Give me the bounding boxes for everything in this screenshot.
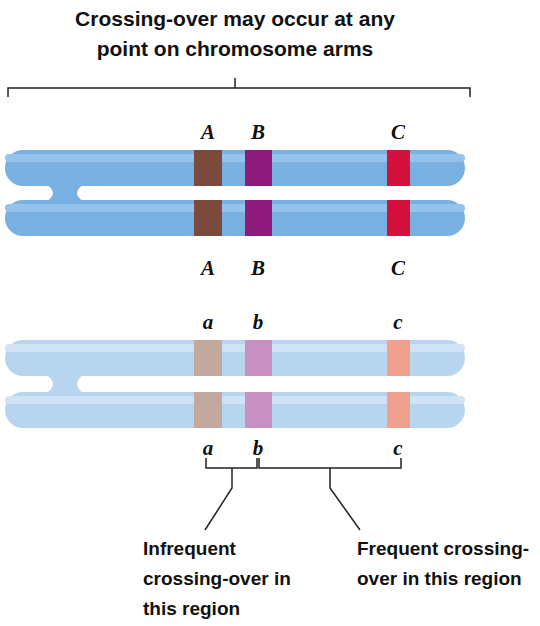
- gene-allele-label: a: [193, 310, 223, 334]
- gene-allele-label: c: [383, 436, 413, 460]
- gene-band: [245, 200, 272, 236]
- bracket-line: [8, 88, 470, 97]
- gene-allele-label: C: [383, 120, 413, 144]
- dominant-chromosome: [5, 150, 465, 236]
- chromatid: [5, 150, 465, 186]
- region-brackets: [205, 458, 401, 530]
- gene-allele-label: A: [193, 256, 223, 280]
- gene-allele-label: a: [193, 436, 223, 460]
- region-note: Infrequent crossing-over in this region: [143, 534, 308, 624]
- gene-band: [387, 340, 410, 376]
- gene-allele-label: b: [243, 436, 273, 460]
- gene-allele-label: B: [243, 256, 273, 280]
- gene-band: [245, 150, 272, 186]
- centromere: [42, 372, 88, 396]
- bracket-tick: [234, 78, 236, 88]
- gene-band: [194, 150, 222, 186]
- title-bracket: [8, 78, 470, 97]
- centromere: [42, 182, 88, 204]
- leader-line: [330, 468, 360, 530]
- gene-band: [194, 200, 222, 236]
- gene-allele-label: A: [193, 120, 223, 144]
- region-note: Frequent crossing-over in this region: [357, 534, 532, 594]
- gene-band: [245, 340, 272, 376]
- chromatid: [5, 392, 465, 428]
- recessive-chromosome: [5, 340, 465, 428]
- diagram-title: Crossing-over may occur at any point on …: [55, 4, 415, 64]
- gene-allele-label: c: [383, 310, 413, 334]
- leader-line: [205, 468, 232, 530]
- chromatid: [5, 340, 465, 376]
- gene-band: [194, 340, 222, 376]
- gene-band: [387, 200, 410, 236]
- gene-allele-label: b: [243, 310, 273, 334]
- chromatid: [5, 200, 465, 236]
- gene-band: [194, 392, 222, 428]
- gene-allele-label: C: [383, 256, 413, 280]
- bracket-line: [206, 458, 257, 468]
- gene-band: [245, 392, 272, 428]
- gene-band: [387, 392, 410, 428]
- gene-band: [387, 150, 410, 186]
- bracket-line: [259, 458, 401, 468]
- gene-allele-label: B: [243, 120, 273, 144]
